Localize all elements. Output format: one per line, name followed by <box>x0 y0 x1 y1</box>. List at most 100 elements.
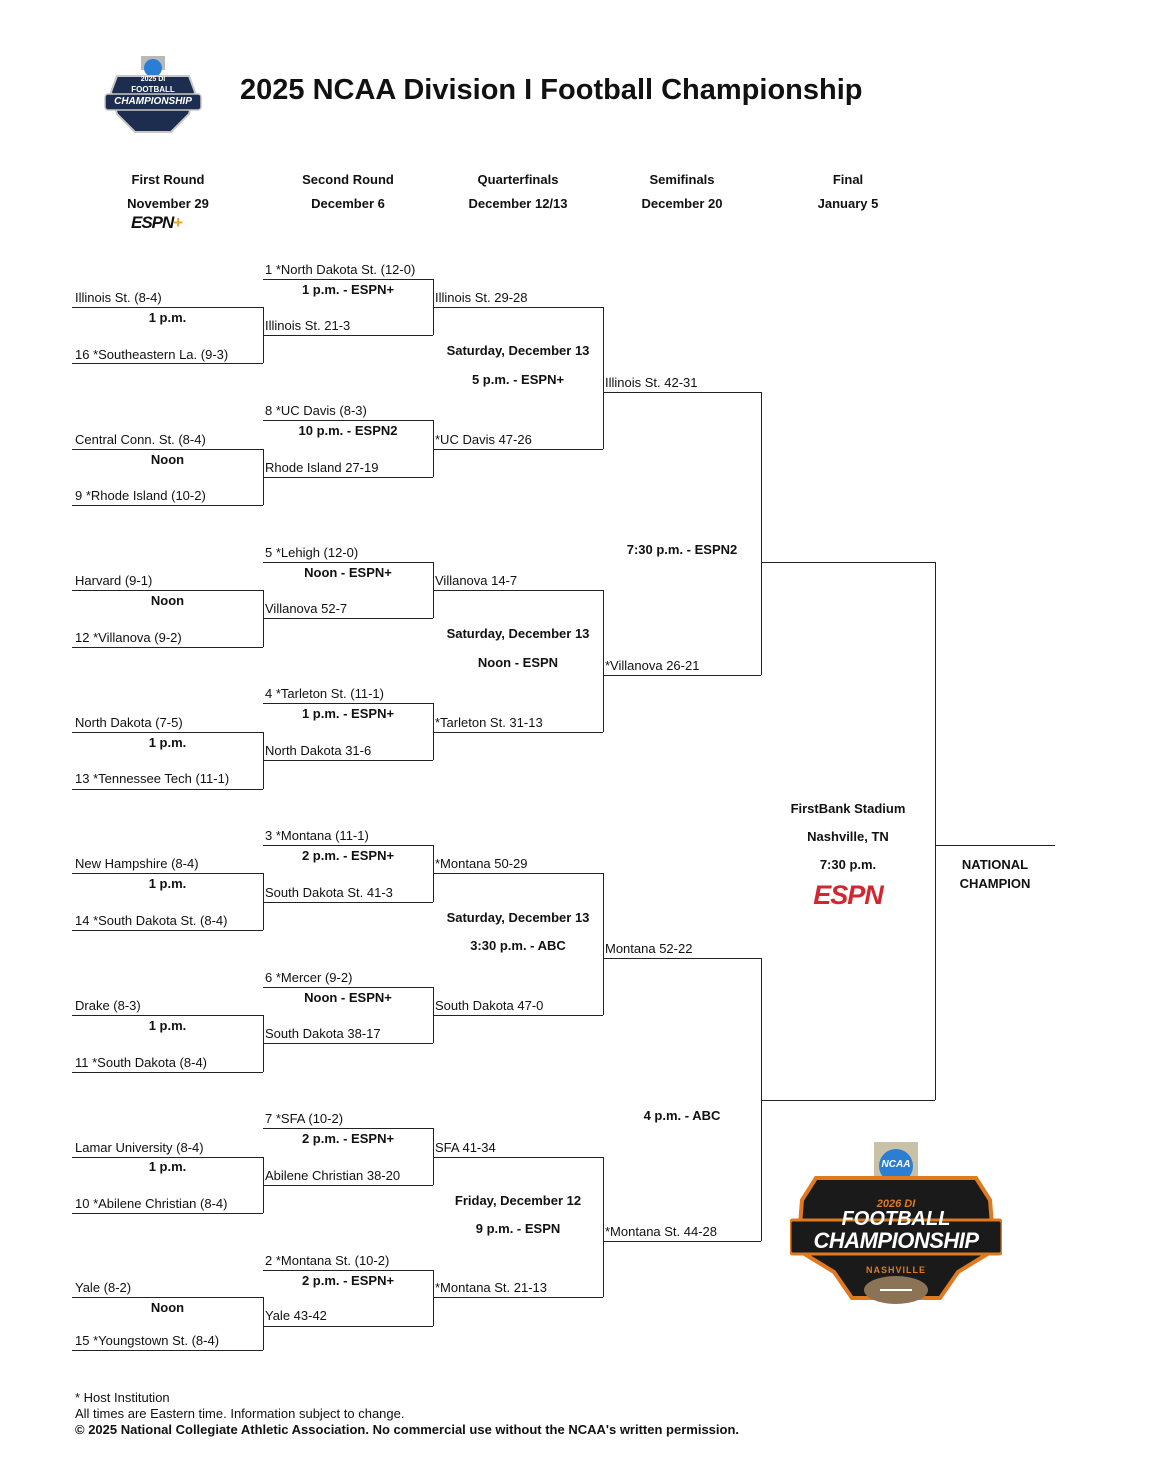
fr-team-bottom: 14 *South Dakota St. (8-4) <box>75 913 228 928</box>
espn-plus-logo: ESPN+ <box>131 213 184 232</box>
fr-time: 1 p.m. <box>148 310 187 325</box>
sf-team-bottom: *Montana St. 44-28 <box>605 1224 718 1239</box>
fr-team-bottom: 9 *Rhode Island (10-2) <box>75 488 206 503</box>
sr-seed-team: 5 *Lehigh (12-0) <box>265 545 359 560</box>
fr-team-bottom: 12 *Villanova (9-2) <box>75 630 182 645</box>
sr-winner: South Dakota 38-17 <box>265 1026 381 1041</box>
fr-team-top: Lamar University (8-4) <box>75 1140 204 1155</box>
sr-time: 2 p.m. - ESPN+ <box>301 1273 395 1288</box>
round-header-semifinals: Semifinals <box>649 172 715 187</box>
round-date-quarterfinals: December 12/13 <box>468 196 568 211</box>
round-date-final: January 5 <box>817 196 879 211</box>
sf-time: 7:30 p.m. - ESPN2 <box>626 542 738 557</box>
qf-day: Saturday, December 13 <box>446 910 590 925</box>
qf-team-bottom: *Tarleton St. 31-13 <box>435 715 543 730</box>
round-date-semifinals: December 20 <box>641 196 723 211</box>
page-title: 2025 NCAA Division I Football Championsh… <box>240 74 863 106</box>
fr-team-top: Harvard (9-1) <box>75 573 153 588</box>
sr-seed-team: 7 *SFA (10-2) <box>265 1111 344 1126</box>
championship-logo-bottom: NCAA 2026 DI FOOTBALL CHAMPIONSHIP NASHV… <box>788 1140 1004 1316</box>
sr-seed-team: 1 *North Dakota St. (12-0) <box>265 262 416 277</box>
qf-time: 9 p.m. - ESPN <box>475 1221 561 1236</box>
fr-team-top: Central Conn. St. (8-4) <box>75 432 206 447</box>
logo-bottom-championship: CHAMPIONSHIP <box>813 1228 979 1253</box>
qf-time: 3:30 p.m. - ABC <box>470 938 566 953</box>
qf-time: Noon - ESPN <box>477 655 559 670</box>
fr-team-top: North Dakota (7-5) <box>75 715 183 730</box>
fr-team-bottom: 13 *Tennessee Tech (11-1) <box>75 771 230 786</box>
sr-time: 2 p.m. - ESPN+ <box>301 848 395 863</box>
logo-top-football: FOOTBALL <box>131 85 175 94</box>
footer-time-note: All times are Eastern time. Information … <box>75 1406 405 1421</box>
sr-time: Noon - ESPN+ <box>304 990 392 1005</box>
round-header-first: First Round <box>131 172 205 187</box>
qf-team-top: Villanova 14-7 <box>435 573 518 588</box>
sr-seed-team: 6 *Mercer (9-2) <box>265 970 353 985</box>
shield-logo-icon <box>104 56 202 133</box>
footer-copyright: © 2025 National Collegiate Athletic Asso… <box>75 1422 740 1437</box>
qf-team-top: *Montana 50-29 <box>435 856 528 871</box>
fr-time: 1 p.m. <box>148 1018 187 1033</box>
logo-bottom-football: FOOTBALL <box>841 1208 951 1230</box>
fr-time: Noon <box>150 452 185 467</box>
fr-team-top: Illinois St. (8-4) <box>75 290 162 305</box>
logo-top-year: 2025 DI <box>140 76 166 83</box>
qf-team-top: SFA 41-34 <box>435 1140 496 1155</box>
sr-winner: South Dakota St. 41-3 <box>265 885 393 900</box>
final-venue: FirstBank Stadium <box>790 801 906 816</box>
qf-day: Friday, December 12 <box>454 1193 582 1208</box>
fr-team-bottom: 16 *Southeastern La. (9-3) <box>75 347 229 362</box>
sr-seed-team: 4 *Tarleton St. (11-1) <box>265 686 384 701</box>
logo-bottom-nashville: NASHVILLE <box>865 1265 926 1275</box>
qf-team-bottom: *UC Davis 47-26 <box>435 432 532 447</box>
fr-time: 1 p.m. <box>148 1159 187 1174</box>
round-date-second: December 6 <box>311 196 385 211</box>
qf-day: Saturday, December 13 <box>446 343 590 358</box>
fr-team-top: Yale (8-2) <box>75 1280 132 1295</box>
logo-bottom-year: 2026 DI <box>876 1198 916 1210</box>
fr-time: 1 p.m. <box>148 876 187 891</box>
sf-team-bottom: *Villanova 26-21 <box>605 658 700 673</box>
logo-bottom-ncaa: NCAA <box>881 1159 911 1170</box>
logo-top-championship: CHAMPIONSHIP <box>114 96 192 107</box>
sf-team-top: Illinois St. 42-31 <box>605 375 698 390</box>
sr-seed-team: 8 *UC Davis (8-3) <box>265 403 367 418</box>
sr-winner: North Dakota 31-6 <box>265 743 372 758</box>
qf-day: Saturday, December 13 <box>446 626 590 641</box>
fr-team-bottom: 10 *Abilene Christian (8-4) <box>75 1196 228 1211</box>
sr-winner: Abilene Christian 38-20 <box>265 1168 401 1183</box>
fr-time: 1 p.m. <box>148 735 187 750</box>
sr-seed-team: 3 *Montana (11-1) <box>265 828 369 843</box>
round-header-quarterfinals: Quarterfinals <box>477 172 559 187</box>
sr-seed-team: 2 *Montana St. (10-2) <box>265 1253 390 1268</box>
sr-winner: Villanova 52-7 <box>265 601 348 616</box>
nashville-shield-logo-icon <box>788 1142 1004 1304</box>
fr-team-bottom: 15 *Youngstown St. (8-4) <box>75 1333 220 1348</box>
championship-logo-top: 2025 DI FOOTBALL CHAMPIONSHIP <box>103 54 203 140</box>
sr-winner: Yale 43-42 <box>265 1308 327 1323</box>
sr-time: 1 p.m. - ESPN+ <box>301 282 395 297</box>
final-time: 7:30 p.m. <box>819 857 877 872</box>
sr-winner: Rhode Island 27-19 <box>265 460 379 475</box>
final-city: Nashville, TN <box>807 829 889 844</box>
round-date-first: November 29 <box>127 196 209 211</box>
qf-team-bottom: South Dakota 47-0 <box>435 998 544 1013</box>
round-header-final: Final <box>832 172 864 187</box>
qf-team-top: Illinois St. 29-28 <box>435 290 528 305</box>
fr-time: Noon <box>150 593 185 608</box>
fr-time: Noon <box>150 1300 185 1315</box>
footer-host-note: * Host Institution <box>75 1390 170 1405</box>
sr-time: 2 p.m. - ESPN+ <box>301 1131 395 1146</box>
fr-team-top: New Hampshire (8-4) <box>75 856 199 871</box>
round-header-second: Second Round <box>302 172 394 187</box>
sr-time: 1 p.m. - ESPN+ <box>301 706 395 721</box>
sf-time: 4 p.m. - ABC <box>643 1108 721 1123</box>
sr-time: 10 p.m. - ESPN2 <box>298 423 398 438</box>
champion-label-line2: CHAMPION <box>959 876 1031 891</box>
fr-team-bottom: 11 *South Dakota (8-4) <box>75 1055 207 1070</box>
qf-time: 5 p.m. - ESPN+ <box>471 372 565 387</box>
qf-team-bottom: *Montana St. 21-13 <box>435 1280 548 1295</box>
sr-winner: Illinois St. 21-3 <box>265 318 351 333</box>
sr-time: Noon - ESPN+ <box>304 565 392 580</box>
sf-team-top: Montana 52-22 <box>605 941 693 956</box>
